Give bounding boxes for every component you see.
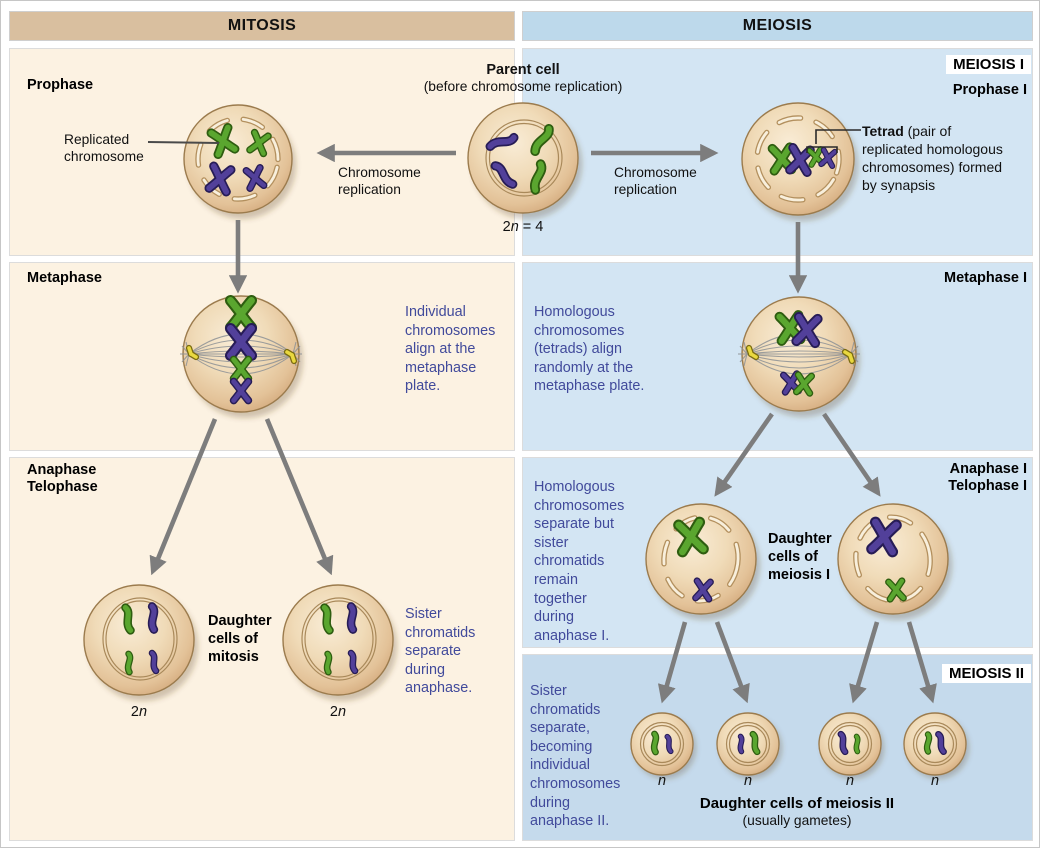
metaphase1-label: Metaphase I xyxy=(944,270,1027,286)
mitosis-metaphase-note: Individual chromosomes align at the meta… xyxy=(405,304,496,395)
parent-cell-subtitle: (before chromosome replication) xyxy=(423,79,623,94)
daughter-cells-of-mitosis-label: Daughter cells of mitosis xyxy=(208,613,272,665)
replicated-chromosome-label: Replicated chromosome xyxy=(64,132,144,164)
chromosome-replication-label-left: Chromosome replication xyxy=(338,165,421,197)
parent-cell-title: Parent cell xyxy=(486,62,560,78)
meiosis-metaphase1-note: Homologous chromosomes (tetrads) align r… xyxy=(534,304,645,395)
meiosis1-badge: MEIOSIS I xyxy=(946,55,1031,74)
metaphase-label: Metaphase xyxy=(27,270,102,286)
tetrad-label: Tetrad (pair of replicated homologous ch… xyxy=(862,123,1003,193)
parent-ploidy-label: 2n = 4 xyxy=(502,219,544,235)
mitosis-ploidy-left: 2n xyxy=(130,704,148,720)
meiosis-header-label: MEIOSIS xyxy=(742,17,813,34)
chromosome-replication-label-right: Chromosome replication xyxy=(614,165,697,197)
daughter-cells-of-meiosis2-sub: (usually gametes) xyxy=(742,813,852,828)
gamete-ploidy-1: n xyxy=(657,773,667,789)
gamete-ploidy-2: n xyxy=(743,773,753,789)
prophase-label: Prophase xyxy=(27,77,94,93)
mitosis-header-label: MITOSIS xyxy=(227,17,297,34)
gamete-ploidy-3: n xyxy=(845,773,855,789)
meiosis-column-header: MEIOSIS xyxy=(522,11,1033,41)
daughter-cells-of-meiosis1-label: Daughter cells of meiosis I xyxy=(768,531,832,583)
anaphase1-telophase1-label: Anaphase I Telophase I xyxy=(948,461,1027,494)
gamete-ploidy-4: n xyxy=(930,773,940,789)
meiosis2-note: Sister chromatids separate, becoming ind… xyxy=(530,683,621,830)
daughter-cells-of-meiosis2-label: Daughter cells of meiosis II xyxy=(699,795,895,812)
mitosis-anaphase-note: Sister chromatids separate during anapha… xyxy=(405,606,476,697)
meiosis2-badge: MEIOSIS II xyxy=(941,664,1031,683)
meiosis-anaphase1-note: Homologous chromosomes separate but sist… xyxy=(534,479,625,644)
mitosis-ploidy-right: 2n xyxy=(329,704,347,720)
mitosis-column-header: MITOSIS xyxy=(9,11,515,41)
prophase1-label: Prophase I xyxy=(952,82,1027,98)
anaphase-telophase-label: Anaphase Telophase xyxy=(27,462,98,495)
